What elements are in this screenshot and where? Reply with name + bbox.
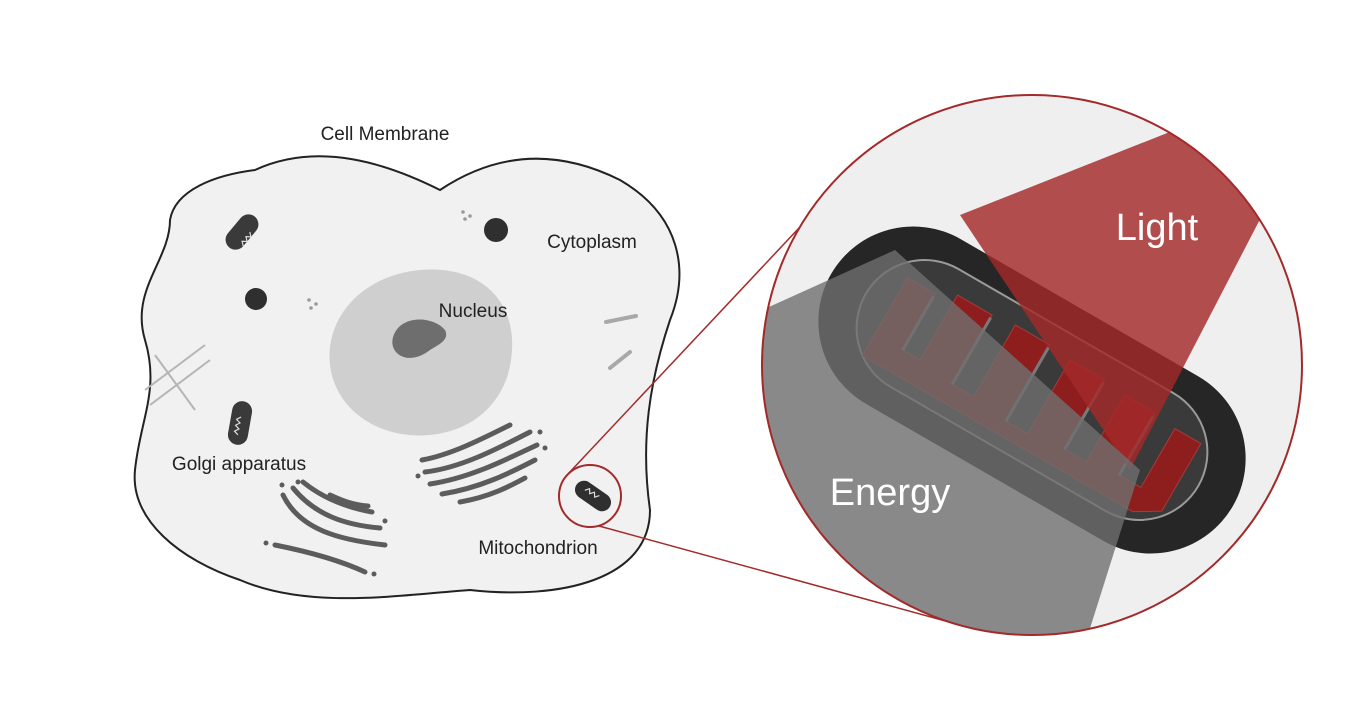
zoom-source-circle	[558, 464, 622, 528]
zoom-connector-top	[567, 194, 831, 475]
label-energy: Energy	[830, 472, 950, 514]
ribosome-cluster	[307, 210, 472, 310]
vesicle-dot	[484, 218, 508, 242]
zoom-view	[762, 95, 1302, 635]
filaments	[604, 314, 638, 370]
mitochondrion-highlight	[574, 480, 612, 512]
nucleolus	[392, 319, 447, 358]
golgi-dots-left	[263, 479, 388, 577]
light-beam	[960, 120, 1270, 470]
label-mitochondrion: Mitochondrion	[478, 538, 597, 559]
mitochondrion-small	[227, 401, 253, 445]
label-cytoplasm: Cytoplasm	[547, 232, 637, 253]
golgi-apparatus-left	[272, 479, 388, 575]
golgi-dots-right	[415, 429, 548, 479]
zoom-connector-bottom	[598, 525, 961, 626]
label-nucleus: Nucleus	[439, 301, 508, 322]
golgi-apparatus-right	[419, 422, 540, 505]
vesicle-dot	[245, 288, 267, 310]
mitochondrion-small	[225, 214, 259, 250]
label-light: Light	[1116, 207, 1199, 249]
label-cell-membrane: Cell Membrane	[321, 124, 450, 145]
zoom-circle-border	[761, 94, 1303, 636]
label-golgi-apparatus: Golgi apparatus	[172, 454, 306, 475]
cytoskeleton	[144, 344, 211, 411]
